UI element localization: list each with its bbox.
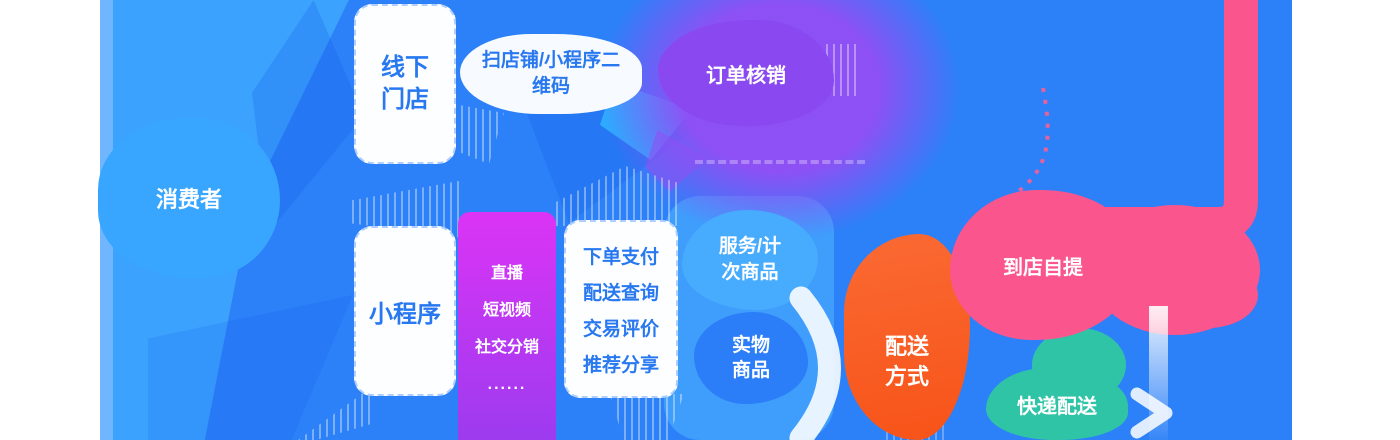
order-action-line: 推荐分享 bbox=[582, 354, 659, 376]
store-pickup-label: 到店自提 bbox=[1003, 256, 1083, 279]
order-action-line: 下单支付 bbox=[582, 246, 659, 268]
delivery-method-node: 配送 方式 bbox=[844, 234, 970, 440]
service-goods-line: 次商品 bbox=[721, 262, 779, 283]
delivery-method-line: 方式 bbox=[884, 364, 929, 389]
scan-qr-line: 扫店铺/小程序二 bbox=[481, 50, 621, 72]
order-actions-node: 下单支付 配送查询 交易评价 推荐分享 bbox=[564, 220, 678, 398]
physical-goods-line: 商品 bbox=[731, 360, 770, 381]
marketing-line: 社交分销 bbox=[474, 338, 539, 356]
service-goods-node: 服务/计 次商品 bbox=[682, 210, 818, 310]
order-action-line: 交易评价 bbox=[582, 318, 659, 340]
dashed-flow-line bbox=[695, 160, 865, 164]
offline-store-line: 线下 bbox=[381, 53, 429, 81]
store-pickup-node: 到店自提 bbox=[950, 190, 1136, 340]
order-action-line: 配送查询 bbox=[582, 282, 659, 304]
mini-program-node: 小程序 bbox=[354, 226, 456, 396]
express-delivery-node: 快递配送 bbox=[986, 368, 1128, 440]
order-verify-label: 订单核销 bbox=[706, 64, 786, 87]
consumer-node: 消费者 bbox=[98, 118, 280, 278]
marketing-channels-node: 直播 短视频 社交分销 ...... bbox=[458, 212, 556, 440]
physical-goods-node: 实物 商品 bbox=[694, 312, 808, 404]
order-verify-node: 订单核销 bbox=[658, 20, 834, 126]
physical-goods-line: 实物 bbox=[731, 334, 770, 356]
marketing-line: 短视频 bbox=[482, 301, 531, 319]
consumer-label: 消费者 bbox=[155, 187, 222, 212]
mini-program-label: 小程序 bbox=[369, 300, 441, 328]
express-delivery-label: 快递配送 bbox=[1017, 395, 1097, 418]
pickup-blob-lobe bbox=[1158, 262, 1258, 328]
marketing-line: 直播 bbox=[490, 264, 523, 282]
offline-store-line: 门店 bbox=[381, 86, 429, 113]
scan-qr-node: 扫店铺/小程序二 维码 bbox=[460, 34, 642, 114]
delivery-method-line: 配送 bbox=[884, 333, 929, 359]
marketing-ellipsis: ...... bbox=[487, 375, 527, 393]
service-goods-line: 服务/计 bbox=[718, 236, 782, 258]
offline-store-node: 线下 门店 bbox=[354, 4, 456, 164]
scan-qr-line: 维码 bbox=[531, 76, 570, 97]
light-flow-band bbox=[1149, 306, 1168, 440]
